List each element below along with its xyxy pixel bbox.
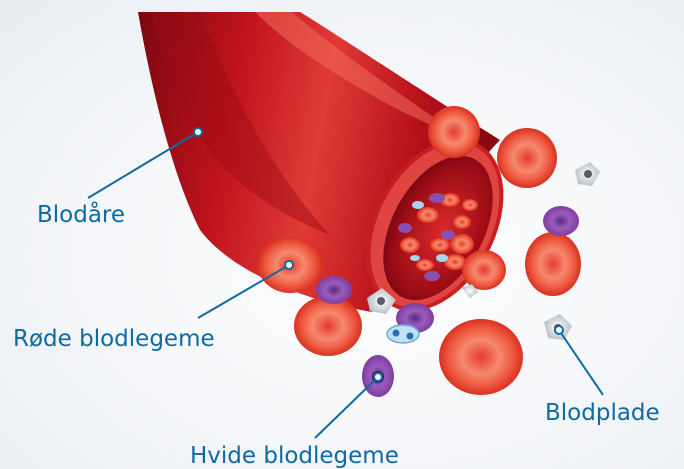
red-blood-cell (439, 319, 523, 395)
red-blood-cell (497, 128, 557, 188)
red-cell-label: Røde blodlegeme (13, 328, 215, 351)
lymphocyte-pair (387, 325, 419, 343)
white-blood-cell (316, 276, 352, 304)
vessel-leader-dot (194, 128, 202, 136)
red-blood-cell (462, 250, 506, 290)
red-cell-leader-line (198, 265, 289, 318)
red-blood-cell (450, 234, 474, 254)
red-cell-leader-dot (285, 261, 293, 269)
red-blood-cell (294, 296, 362, 356)
vessel-label: Blodåre (37, 204, 125, 227)
platelet-leader-dot (555, 326, 563, 334)
red-blood-cell (428, 106, 480, 158)
red-blood-cell (525, 232, 581, 296)
white-cell-leader-line (315, 377, 378, 438)
platelet-leader-line (559, 330, 603, 395)
platelet-label: Blodplade (545, 402, 660, 425)
white-cell-leader-dot (374, 373, 382, 381)
white-blood-cell (543, 206, 579, 236)
platelet (575, 162, 600, 186)
white-cell-label: Hvide blodlegeme (190, 445, 399, 468)
